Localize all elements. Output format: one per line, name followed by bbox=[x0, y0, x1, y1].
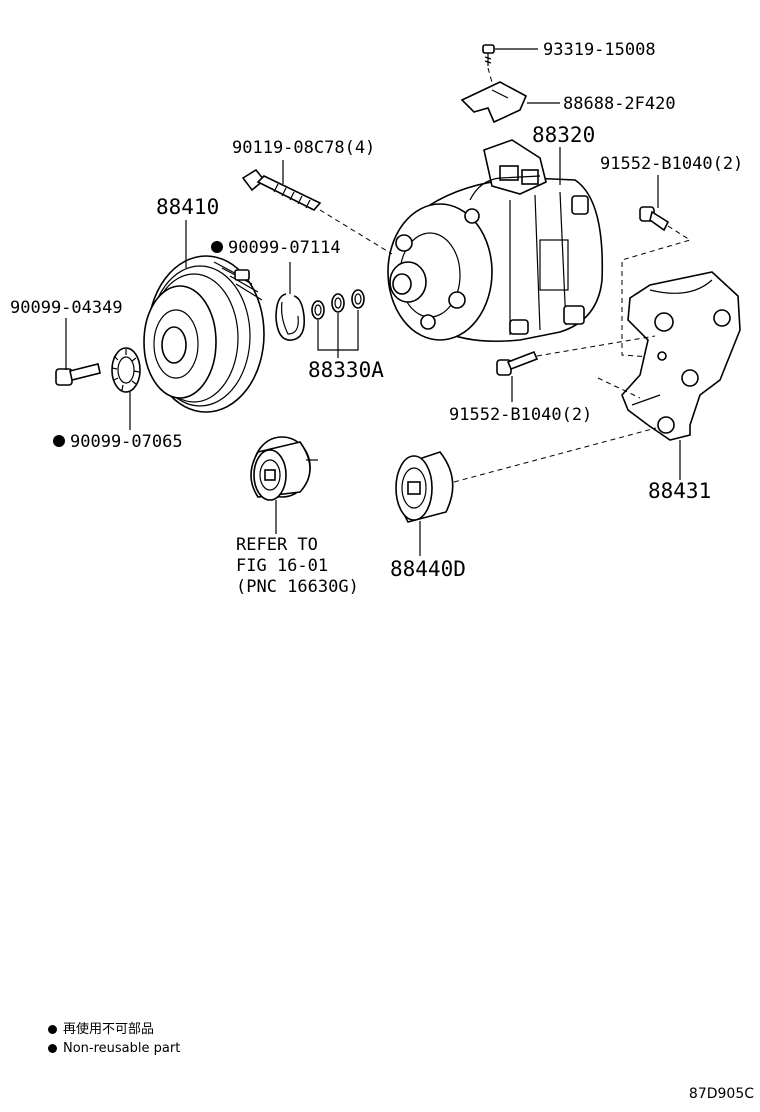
washer-90099-07065[interactable] bbox=[111, 347, 141, 393]
legend-en: Non-reusable part bbox=[63, 1041, 181, 1056]
bolt-90119[interactable] bbox=[241, 168, 322, 211]
non-reusable-mark bbox=[211, 241, 223, 253]
bracket-88688[interactable] bbox=[460, 81, 528, 124]
bullet-icon bbox=[48, 1044, 57, 1053]
label-91552-b1040-upper: 91552-B1040(2) bbox=[600, 154, 743, 174]
legend: 再使用不可部品 Non-reusable part bbox=[48, 1020, 180, 1058]
screw-93319[interactable] bbox=[482, 44, 495, 66]
label-88688-2f420: 88688-2F420 bbox=[563, 94, 676, 114]
figure-code: 87D905C bbox=[688, 1086, 754, 1102]
legend-jp: 再使用不可部品 bbox=[63, 1022, 155, 1037]
label-93319-15008: 93319-15008 bbox=[543, 40, 656, 60]
bolt-90099-04349[interactable] bbox=[55, 363, 101, 386]
label-90099-07114: 90099-07114 bbox=[228, 238, 341, 258]
label-refer-to: REFER TO bbox=[236, 535, 318, 555]
compressor-88320[interactable] bbox=[387, 139, 604, 343]
bullet-icon bbox=[48, 1025, 57, 1034]
idler-pulley-left[interactable] bbox=[250, 436, 318, 501]
idler-pulley-88440d[interactable] bbox=[395, 451, 454, 523]
clutch-pulley-88410[interactable] bbox=[143, 255, 265, 413]
label-90099-04349: 90099-04349 bbox=[10, 298, 123, 318]
label-refer-fig: FIG 16-01 bbox=[236, 556, 328, 576]
label-88431: 88431 bbox=[648, 479, 711, 503]
shims-88330a[interactable] bbox=[311, 289, 365, 320]
legend-row-en: Non-reusable part bbox=[48, 1039, 180, 1058]
legend-row-jp: 再使用不可部品 bbox=[48, 1020, 180, 1039]
bolt-91552-lower[interactable] bbox=[496, 350, 539, 376]
label-88320: 88320 bbox=[532, 123, 595, 147]
label-90099-07065: 90099-07065 bbox=[70, 432, 183, 452]
label-88440d: 88440D bbox=[390, 557, 466, 581]
label-88330a: 88330A bbox=[308, 358, 384, 382]
non-reusable-mark bbox=[53, 435, 65, 447]
bolt-91552-upper[interactable] bbox=[639, 206, 670, 232]
label-90119-08c78: 90119-08C78(4) bbox=[232, 138, 375, 158]
label-91552-b1040-lower: 91552-B1040(2) bbox=[449, 405, 592, 425]
bracket-88431[interactable] bbox=[621, 271, 741, 441]
snap-ring-90099-07114[interactable] bbox=[275, 293, 306, 341]
label-refer-pnc: (PNC 16630G) bbox=[236, 577, 359, 597]
label-88410: 88410 bbox=[156, 195, 219, 219]
